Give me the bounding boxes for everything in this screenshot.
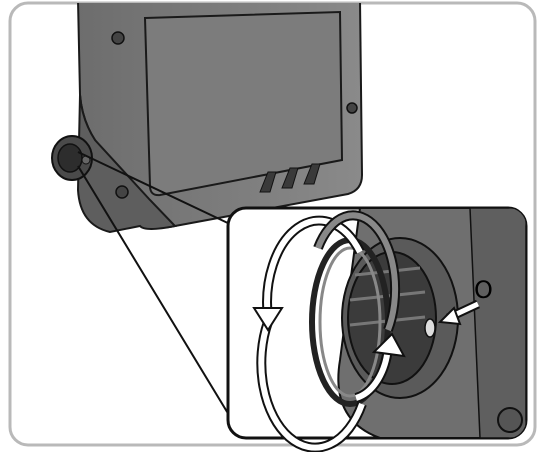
zoom-housing-edge xyxy=(469,208,526,438)
leader-line-top xyxy=(77,151,233,226)
callout-label: O xyxy=(474,276,493,304)
rotation-arrow-inner xyxy=(313,210,406,403)
leader-line-bottom xyxy=(77,165,233,421)
connector-slot xyxy=(259,171,277,193)
pointer-arrow xyxy=(437,299,480,326)
zoom-screw xyxy=(497,407,523,433)
screw-top xyxy=(111,31,125,45)
connector-slot xyxy=(281,167,299,189)
zoom-content xyxy=(309,208,526,438)
screw-bottom xyxy=(115,185,129,199)
screw-right xyxy=(346,102,358,114)
latch-hole xyxy=(424,318,436,338)
housing-side xyxy=(76,94,177,234)
rotation-arrow-outer xyxy=(252,215,367,452)
connector-slot xyxy=(303,163,321,185)
inverter-device xyxy=(51,3,364,234)
vent-line xyxy=(354,266,421,277)
cap-ring-inner xyxy=(318,246,382,398)
